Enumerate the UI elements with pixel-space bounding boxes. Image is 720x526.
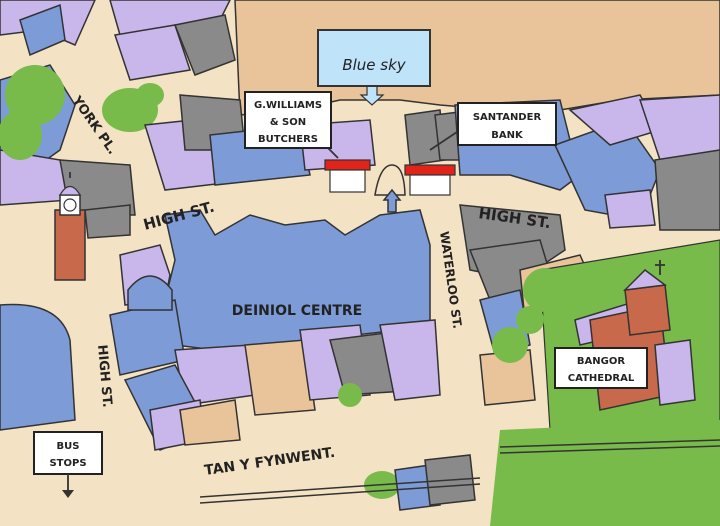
butchers-line-1: G.WILLIAMS <box>254 100 322 111</box>
fence <box>199 439 720 504</box>
bus-line-1: BUS <box>57 441 80 452</box>
butchers-line-2: & SON <box>270 117 306 128</box>
blue-sky-text: Blue sky <box>342 56 406 74</box>
left-lower-buildings <box>0 303 241 451</box>
deiniol-centre-label: DEINIOL CENTRE <box>232 303 362 319</box>
top-left-buildings <box>0 0 236 239</box>
street-high-st-vertical: HIGH ST. <box>94 344 114 408</box>
deiniol-centre-block <box>109 209 441 416</box>
cathedral-line-2: CATHEDRAL <box>568 373 635 384</box>
bus-line-2: STOPS <box>49 458 86 469</box>
butchers-line-3: BUTCHERS <box>258 134 318 145</box>
butchers-label: G.WILLIAMS & SON BUTCHERS <box>244 91 332 149</box>
cathedral-line-1: BANGOR <box>577 356 625 367</box>
santander-label: SANTANDER BANK <box>457 102 557 146</box>
bus-arrow-icon <box>62 490 74 498</box>
clock-tower <box>54 172 86 281</box>
cathedral-label: BANGOR CATHEDRAL <box>554 347 648 389</box>
blue-sky-label: Blue sky <box>317 29 431 87</box>
santander-line-2: BANK <box>491 130 524 141</box>
bus-stops-label: BUS STOPS <box>33 431 103 498</box>
shop-fronts <box>324 159 456 196</box>
santander-line-1: SANTANDER <box>473 112 542 123</box>
trees-top-left <box>0 65 164 160</box>
